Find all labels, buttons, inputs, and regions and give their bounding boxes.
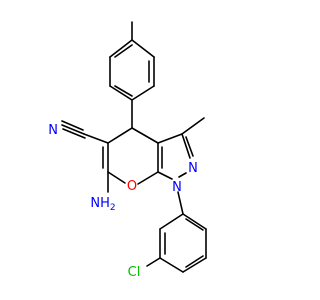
bond	[185, 255, 204, 268]
chlorine-label: Cl	[128, 265, 141, 280]
bond	[159, 213, 184, 230]
bond	[131, 85, 155, 101]
pyrazole-n2-label: N	[188, 161, 198, 176]
bond	[109, 39, 133, 58]
bonds	[61, 21, 207, 273]
bond	[83, 133, 109, 144]
bond	[185, 218, 204, 231]
bond	[182, 213, 207, 230]
amino-label: NH2	[90, 196, 115, 213]
bond	[131, 127, 159, 144]
bond	[61, 120, 84, 131]
amino-subscript: 2	[110, 203, 116, 213]
atom-labels: N NH2 O N N Cl	[48, 123, 198, 280]
molecule-structure: N NH2 O N N Cl	[48, 21, 207, 280]
bond	[185, 136, 194, 157]
bond	[114, 85, 133, 97]
bond	[181, 117, 205, 135]
bond	[109, 85, 133, 101]
bond	[146, 257, 161, 267]
ring-oxygen-label: O	[127, 179, 137, 194]
bond	[177, 191, 184, 215]
bond	[157, 133, 183, 144]
bond	[62, 128, 86, 139]
bond	[107, 171, 126, 184]
bond	[114, 44, 133, 58]
nitrile-nitrogen-label: N	[48, 123, 58, 138]
bond	[182, 257, 207, 273]
bond	[178, 172, 187, 178]
bond	[131, 39, 155, 58]
bond	[137, 171, 159, 185]
bond	[61, 124, 85, 135]
bond	[157, 171, 173, 180]
amino-nh: NH	[90, 196, 110, 211]
bond	[181, 133, 191, 159]
bond	[107, 127, 133, 144]
pyrazole-n1-label: N	[172, 180, 182, 195]
bond	[159, 257, 184, 273]
